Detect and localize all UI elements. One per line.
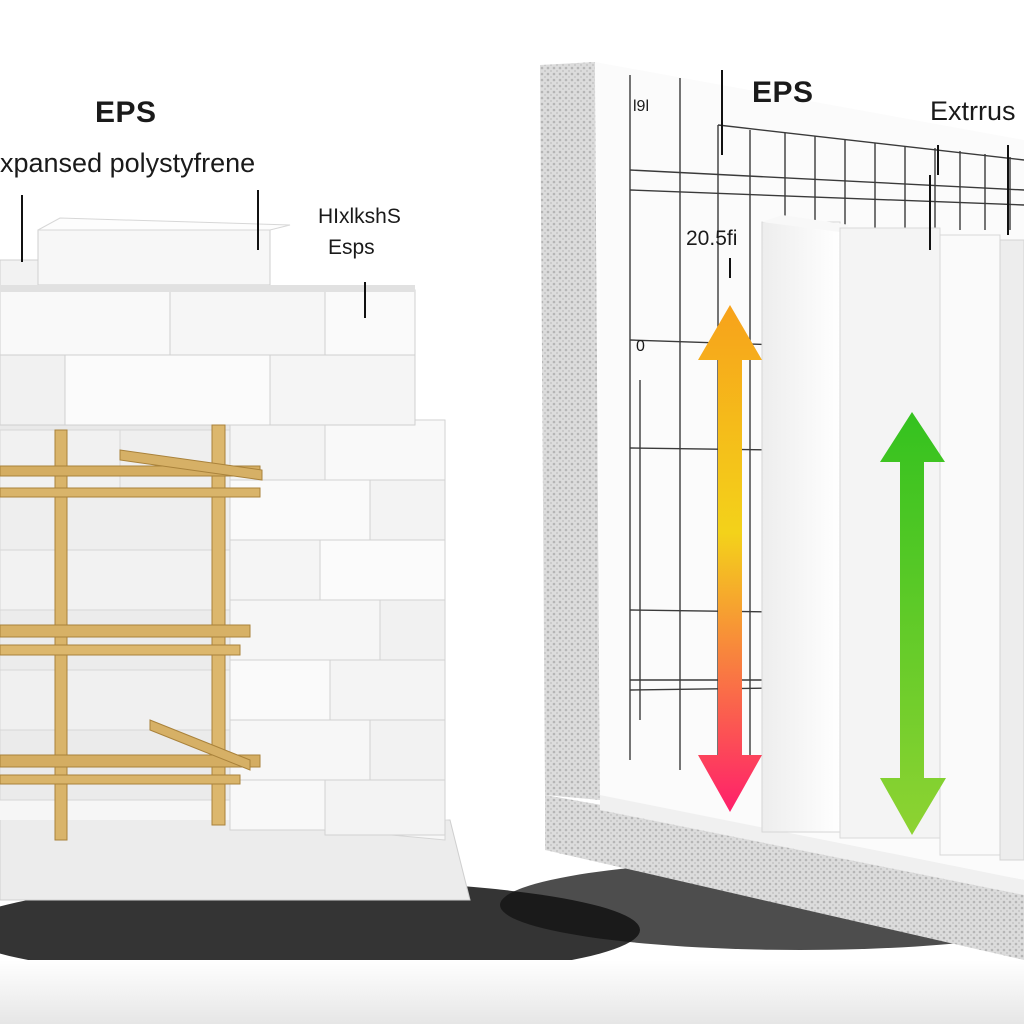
left-subtitle-label: xpansed polystyfrene (0, 148, 256, 178)
side-wall-blocks (229, 419, 446, 841)
right-title-extruded-label: Extrrus (930, 96, 1016, 126)
right-xps-panel (540, 62, 1024, 960)
panel-back-face (540, 62, 600, 800)
left-label-pointers (21, 190, 366, 318)
measurement-label: 20.5fi (686, 227, 738, 250)
left-side-label-line1: HIxlkshS (318, 205, 401, 228)
right-label-pointers (721, 70, 1009, 278)
grid-tick-zero-label: 0 (636, 338, 645, 355)
grid-tick-top-label: l9l (633, 98, 650, 115)
board-middle (839, 227, 941, 839)
eps-thickness-arrow (698, 305, 762, 812)
left-title-label: EPS (95, 96, 157, 129)
left-side-label-line2: Esps (328, 236, 375, 259)
xps-boards (761, 215, 1024, 861)
board-right (939, 234, 1001, 856)
top-loose-block (37, 229, 271, 286)
right-title-label: EPS (752, 76, 814, 109)
panel-floor (545, 795, 1024, 960)
top-block-rows (0, 217, 416, 426)
left-eps-structure (0, 190, 471, 901)
timber-frame (0, 424, 263, 841)
board-left (761, 221, 841, 833)
xps-thickness-arrow (880, 412, 946, 835)
